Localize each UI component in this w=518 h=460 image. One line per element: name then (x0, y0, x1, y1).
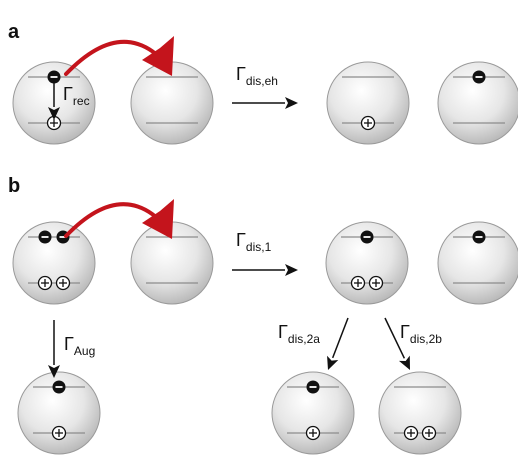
electron-icon (47, 70, 61, 84)
electron-icon (472, 230, 486, 244)
hole-icon (305, 425, 321, 441)
arrow-shaft (384, 317, 406, 359)
auger-arrow (48, 320, 60, 378)
electron-icon (38, 230, 52, 244)
quantum-dot-10 (271, 371, 355, 455)
arrow-head (285, 264, 298, 276)
quantum-dot-4 (437, 61, 518, 145)
quantum-dot-9 (17, 371, 101, 455)
rate-subscript: dis,eh (246, 74, 278, 88)
hole-icon (37, 275, 53, 291)
quantum-dot-group (12, 61, 518, 455)
panel-a-label: a (8, 21, 20, 43)
electron-icon (52, 380, 66, 394)
transfer-arrow-curve (64, 202, 158, 238)
gamma-symbol: Γ (278, 322, 288, 342)
quantum-dot-11 (378, 371, 462, 455)
electron-icon (472, 70, 486, 84)
hole-icon (350, 275, 366, 291)
hole-icon (421, 425, 437, 441)
rate-subscript: dis,2b (410, 332, 442, 346)
hole-icon (51, 425, 67, 441)
recombination-arrow (48, 80, 60, 120)
dissociation-2b-arrow (384, 317, 410, 370)
quantum-dot-2 (130, 61, 214, 145)
rate-label-dis-2b: Γdis,2b (400, 322, 442, 346)
rate-label-rec: Γrec (63, 84, 90, 108)
rate-subscript: dis,2a (288, 332, 320, 346)
transfer-arrow-head (142, 199, 174, 239)
gamma-symbol: Γ (236, 64, 246, 84)
sphere-body (326, 61, 410, 145)
rate-label-dis-eh: Γdis,eh (236, 64, 278, 88)
rate-label-dis-1: Γdis,1 (236, 230, 272, 254)
arrow-head (327, 355, 339, 370)
transfer-arrow-curve (64, 39, 158, 76)
quantum-dot-7 (325, 221, 409, 305)
rate-subscript: dis,1 (246, 240, 272, 254)
quantum-dot-3 (326, 61, 410, 145)
quantum-dot-8 (437, 221, 518, 305)
rate-subscript: rec (73, 94, 90, 108)
arrow-head (398, 355, 410, 370)
rate-label-aug: ΓAug (64, 334, 95, 358)
arrow-head (285, 97, 298, 109)
rate-subscript: Aug (74, 344, 95, 358)
electron-icon (306, 380, 320, 394)
dissociation-eh-arrow (232, 97, 298, 109)
transfer-arrow-head (142, 36, 174, 76)
gamma-symbol: Γ (63, 84, 73, 104)
dissociation-1-arrow (232, 264, 298, 276)
hole-icon (368, 275, 384, 291)
electron-icon (360, 230, 374, 244)
dissociation-2a-arrow (327, 317, 349, 370)
sphere-body (378, 371, 462, 455)
rate-label-dis-2a: Γdis,2a (278, 322, 320, 346)
panel-b-label: b (8, 175, 20, 197)
arrow-head (48, 107, 60, 120)
sphere-body (12, 221, 96, 305)
gamma-symbol: Γ (400, 322, 410, 342)
arrow-shaft (331, 317, 349, 359)
arrow-head (48, 365, 60, 378)
hole-icon (360, 115, 376, 131)
hole-icon (403, 425, 419, 441)
hole-icon (55, 275, 71, 291)
electron-transfer-arrow-a (64, 36, 174, 76)
electron-transfer-arrow-b (64, 199, 174, 239)
gamma-symbol: Γ (236, 230, 246, 250)
quantum-dot-5 (12, 221, 96, 305)
process-arrow-group (48, 36, 410, 378)
gamma-symbol: Γ (64, 334, 74, 354)
